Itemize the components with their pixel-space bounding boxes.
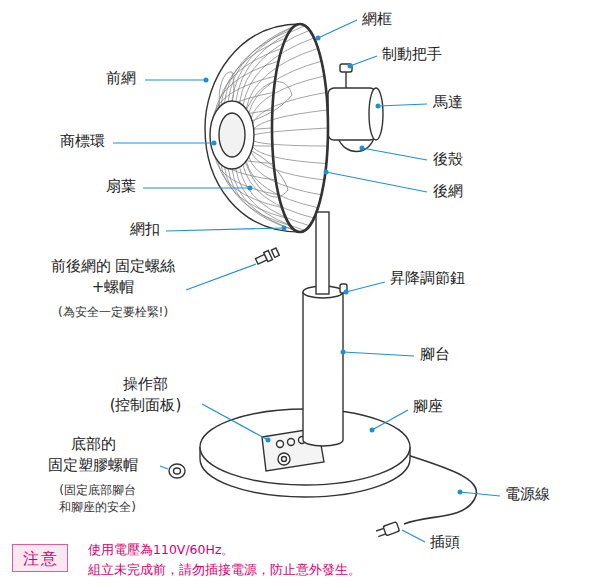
- grille-wire: [253, 92, 327, 123]
- part-label: 插頭: [430, 532, 460, 553]
- fan-blades: [219, 72, 292, 197]
- grille-wire: [236, 168, 305, 230]
- part-label: 電源線: [505, 484, 550, 505]
- grille-wire: [253, 147, 327, 164]
- grille-wires: [210, 24, 328, 232]
- part-label: 商標環: [60, 131, 105, 152]
- part-label: 前後網的 固定螺絲+螺帽: [44, 256, 182, 298]
- front-grille: [205, 24, 328, 232]
- part-label: (固定底部腳台 和腳座的安全): [40, 482, 155, 516]
- part-label: 網扣: [130, 219, 160, 240]
- part-label: 腳座: [413, 396, 443, 417]
- stand-rod: [316, 212, 329, 294]
- part-label: 馬達: [433, 92, 463, 113]
- plastic-nut-icon: [169, 464, 185, 478]
- part-label: (為安全一定要栓緊!): [44, 304, 182, 321]
- grille-wire: [251, 152, 324, 180]
- brake-handle: [340, 64, 352, 72]
- grille-wire: [246, 48, 318, 109]
- grille-rim: [272, 24, 328, 232]
- part-label: 後殼: [433, 149, 463, 170]
- part-label: 腳台: [420, 344, 450, 365]
- grille-wire: [254, 128, 328, 135]
- notice-box: 注意: [12, 544, 68, 572]
- leader-dots: [204, 36, 463, 495]
- part-label: 制動把手: [382, 44, 442, 65]
- grille-wire: [254, 110, 328, 129]
- stand-tube: [303, 292, 343, 446]
- fan-drawing: [169, 24, 476, 539]
- part-label: 前網: [106, 68, 136, 89]
- part-label: 網框: [362, 9, 392, 30]
- part-label: 後網: [433, 181, 463, 202]
- part-label: 使用電壓為110V/60Hz。: [88, 541, 235, 559]
- grille-wire: [254, 141, 328, 146]
- grille-wire: [221, 164, 286, 218]
- screw-icon: [255, 247, 280, 266]
- part-label: 扇葉: [106, 176, 136, 197]
- part-label: 底部的 固定塑膠螺帽: [30, 434, 156, 476]
- part-label: 操作部 (控制面板): [90, 374, 201, 416]
- grille-wire: [224, 30, 290, 103]
- notice-title: 注意: [23, 549, 59, 568]
- grille-wire: [243, 38, 314, 106]
- logo-ring: [210, 101, 254, 169]
- part-label: 組立未完成前，請勿插接電源，防止意外發生。: [88, 561, 361, 579]
- part-label: 昇降調節鈕: [390, 268, 465, 289]
- leader-lines: [113, 20, 500, 542]
- plug: [375, 522, 399, 539]
- grille-wire: [249, 61, 322, 113]
